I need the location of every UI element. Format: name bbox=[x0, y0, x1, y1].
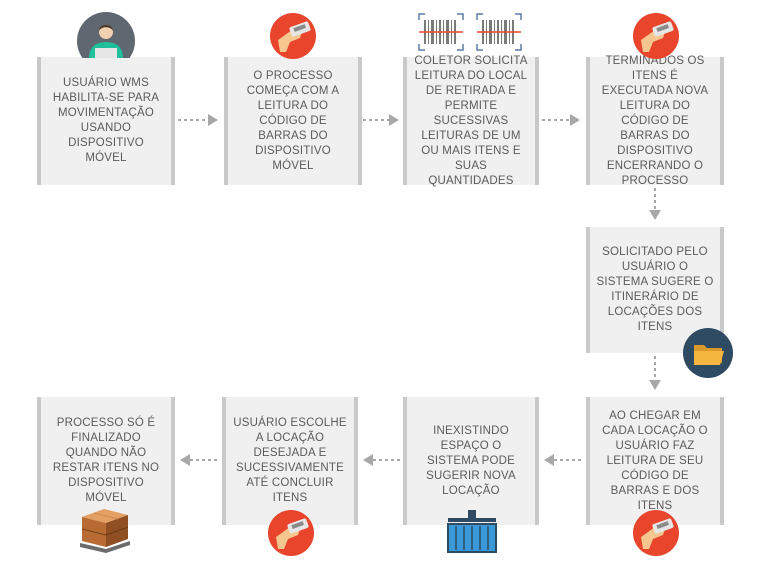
arrow-4-to-5 bbox=[649, 188, 661, 220]
step-9-text: PROCESSO SÓ É FINALIZADO QUANDO NÃO REST… bbox=[52, 417, 160, 504]
barcode-icon bbox=[418, 13, 522, 51]
barcode-scanner-icon bbox=[268, 510, 314, 556]
step-5-box: SOLICITADO PELO USUÁRIO O SISTEMA SUGERE… bbox=[586, 227, 724, 353]
storage-rack-icon bbox=[447, 510, 497, 553]
arrow-1-to-2 bbox=[178, 114, 218, 126]
step-5-text: SOLICITADO PELO USUÁRIO O SISTEMA SUGERE… bbox=[596, 246, 714, 333]
arrow-6-to-7 bbox=[544, 454, 582, 466]
barcode-scanner-icon bbox=[633, 13, 679, 59]
step-3-box: COLETOR SOLICITA LEITURA DO LOCAL DE RET… bbox=[403, 55, 539, 187]
barcode-scanner-icon bbox=[270, 13, 316, 59]
step-3-text: COLETOR SOLICITA LEITURA DO LOCAL DE RET… bbox=[414, 54, 528, 187]
step-7-text: INEXISTINDO ESPAÇO O SISTEMA PODE SUGERI… bbox=[426, 424, 516, 497]
pallet-boxes-icon bbox=[80, 509, 130, 553]
arrow-8-to-9 bbox=[180, 454, 218, 466]
step-4-text: TERMINADOS OS ITENS É EXECUTADA NOVA LEI… bbox=[601, 54, 709, 187]
step-6-box: AO CHEGAR EM CADA LOCAÇÃO O USUÁRIO FAZ … bbox=[586, 397, 724, 525]
arrow-7-to-8 bbox=[363, 454, 401, 466]
step-8-box: USUÁRIO ESCOLHE A LOCAÇÃO DESEJADA E SUC… bbox=[222, 397, 358, 525]
step-9-box: PROCESSO SÓ É FINALIZADO QUANDO NÃO REST… bbox=[37, 397, 175, 525]
user-at-computer-icon bbox=[77, 12, 135, 58]
step-4-box: TERMINADOS OS ITENS É EXECUTADA NOVA LEI… bbox=[586, 55, 724, 187]
step-2-text: O PROCESSO COMEÇA COM A LEITURA DO CÓDIG… bbox=[246, 69, 340, 172]
folder-icon bbox=[683, 328, 733, 378]
step-7-box: INEXISTINDO ESPAÇO O SISTEMA PODE SUGERI… bbox=[403, 397, 539, 525]
step-1-box: USUÁRIO WMS HABILITA-SE PARA MOVIMENTAÇÃ… bbox=[37, 57, 175, 185]
step-1-text: USUÁRIO WMS HABILITA-SE PARA MOVIMENTAÇÃ… bbox=[52, 77, 160, 164]
step-2-box: O PROCESSO COMEÇA COM A LEITURA DO CÓDIG… bbox=[224, 57, 362, 185]
arrow-3-to-4 bbox=[542, 114, 580, 126]
barcode-scanner-icon bbox=[633, 510, 679, 556]
step-8-text: USUÁRIO ESCOLHE A LOCAÇÃO DESEJADA E SUC… bbox=[233, 417, 347, 504]
arrow-2-to-3 bbox=[363, 114, 399, 126]
step-6-text: AO CHEGAR EM CADA LOCAÇÃO O USUÁRIO FAZ … bbox=[602, 409, 708, 512]
arrow-5-to-6 bbox=[649, 356, 661, 390]
